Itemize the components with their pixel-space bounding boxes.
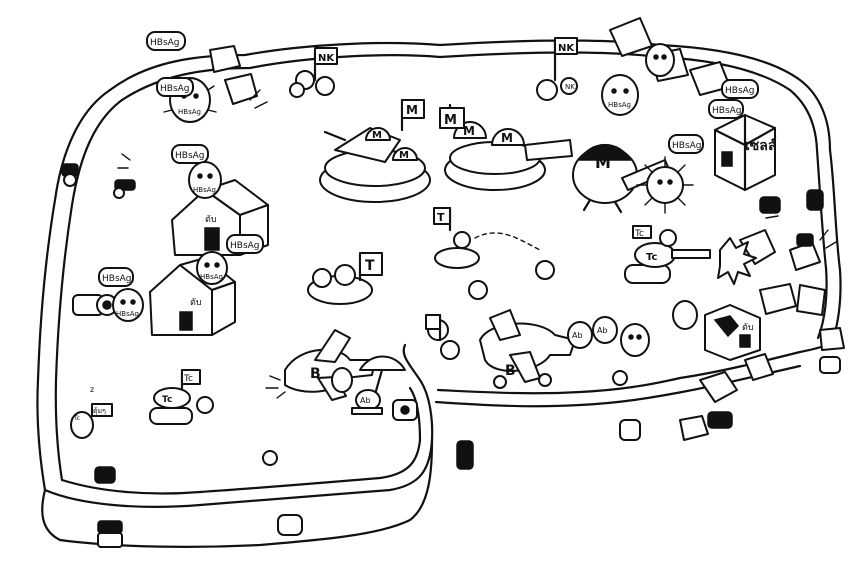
virus-label: HBsAg <box>230 241 260 251</box>
virus-label: HBsAg <box>175 151 205 161</box>
destroyed-house: ตับ <box>704 304 761 361</box>
tcell-flag-label: T <box>365 258 375 274</box>
virus-label: HBsAg <box>672 141 702 151</box>
svg-text:z: z <box>90 385 94 394</box>
tcell-flag-label: T <box>437 211 445 224</box>
bcell-plane-right: B <box>479 309 576 389</box>
virus-label: HBsAg <box>193 186 216 194</box>
tcell-bunker: T <box>307 252 383 305</box>
tc-flag-label: Tc <box>183 374 193 384</box>
tc-flag-label: Tc <box>634 229 644 239</box>
macrophage-bunker-left: M M M <box>319 98 431 203</box>
tc-tank-left: Tc Tc <box>149 368 214 425</box>
bcell-label: B <box>310 366 321 382</box>
tcell-sniper: T <box>433 206 541 269</box>
house-label: ตับ <box>742 323 754 333</box>
virus-label: HBsAg <box>178 108 201 116</box>
wall-cannons <box>61 163 841 548</box>
antibody-label: Ab <box>360 396 371 405</box>
antibody-label: Ab <box>572 331 583 340</box>
macrophage-flag-label: M <box>444 113 457 128</box>
cell-sign-label: เซลล์ <box>745 137 776 154</box>
macrophage-label: M <box>463 124 475 138</box>
antibody-label: Ab <box>597 326 608 335</box>
virus-group-left: HBsAg HBsAg HBsAg HBsAg HBsAg HBsAg HBsA… <box>98 31 264 322</box>
macrophage-label: M <box>595 153 611 172</box>
virus-label: HBsAg <box>116 310 139 318</box>
virus-label: HBsAg <box>102 274 132 284</box>
tc-tank-right: Tc Tc <box>624 225 757 285</box>
virus-label: HBsAg <box>725 86 755 96</box>
macrophage-label: M <box>372 130 382 141</box>
virus-label: HBsAg <box>712 106 742 116</box>
nk-label: NK <box>565 83 575 91</box>
virus-label-bubble: HBsAg <box>668 134 704 154</box>
house-label: ตับ <box>190 298 202 308</box>
sleeping-cell: Tc ตุ้มๆ z <box>70 385 113 439</box>
nk-flag-label: NK <box>318 53 335 64</box>
virus-label: HBsAg <box>608 101 631 109</box>
virus-spiky-right <box>636 156 694 214</box>
fortress-wall <box>36 39 842 548</box>
macrophage-flag-label: M <box>406 103 418 117</box>
tc-tank-label: Tc <box>646 252 657 263</box>
bcell-plane-left: B <box>284 329 376 401</box>
antibody-group: Ab Ab <box>567 300 698 357</box>
nk-cell-right: NK NK <box>536 37 578 101</box>
cell-sign-box: เซลล์ <box>713 113 776 192</box>
virus-label: HBsAg <box>200 273 223 281</box>
sleeping-sign: ตุ้มๆ <box>93 407 106 415</box>
virus-label: HBsAg <box>160 84 190 94</box>
virus-group-right: HBsAg HBsAg HBsAg <box>601 43 759 119</box>
bcell-flag <box>425 313 442 342</box>
nk-cell-top: NK <box>289 47 338 98</box>
house-label: ตับ <box>205 215 217 225</box>
macrophage-label: M <box>501 131 513 145</box>
macrophage-label: M <box>399 150 409 161</box>
macrophage-bunker-right: M M M <box>439 103 573 191</box>
nk-flag-label: NK <box>558 43 575 54</box>
bcell-label: B <box>505 363 516 379</box>
rubble <box>209 17 845 441</box>
motion-lines <box>117 89 837 399</box>
sleeping-label: Tc <box>73 415 80 422</box>
tc-tank-label: Tc <box>162 395 172 405</box>
virus-label: HBsAg <box>150 38 180 48</box>
antibody-umbrella: Ab <box>351 355 406 415</box>
